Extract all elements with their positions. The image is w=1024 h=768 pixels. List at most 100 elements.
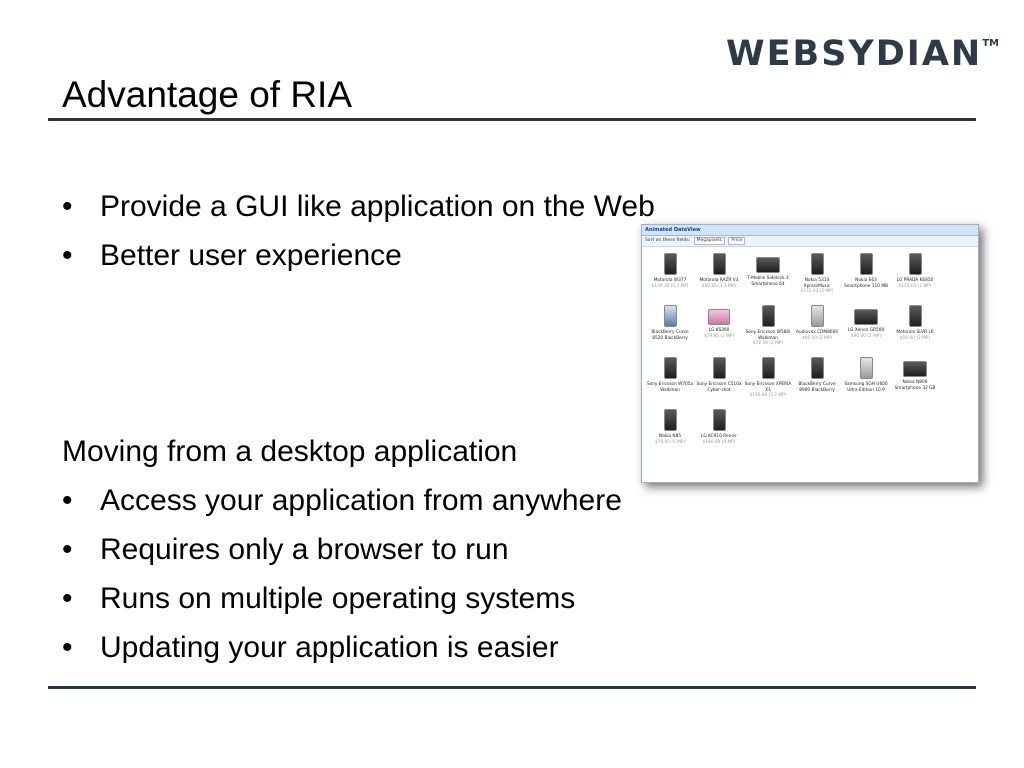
logo-text: WEBSYDIAN: [726, 34, 983, 74]
phone-price: $66.50 (2 MP): [801, 335, 833, 341]
phone-tile[interactable]: Motorola SLVR L6$50.00 (2 MP): [891, 303, 939, 355]
title-divider: [48, 118, 976, 121]
footer-divider: [48, 686, 976, 689]
phone-tile[interactable]: Sony Ericsson C510a Cyber-shot: [695, 355, 743, 407]
phone-name: Nokia E63 Smartphone 110 MB: [843, 278, 889, 289]
bullet-text: Provide a GUI like application on the We…: [100, 190, 655, 223]
phone-name: Nokia 5310 XpressMusic: [803, 278, 831, 289]
bullet-text: Updating your application is easier: [100, 631, 559, 664]
phone-name: LG Xenon GR500: [847, 328, 885, 333]
phone-image: [810, 357, 824, 379]
phone-image: [903, 361, 927, 377]
phone-price: $50.00 (2 MP): [899, 335, 931, 341]
sort-label: Sort on these fields:: [645, 238, 691, 243]
sort-megapixels-button[interactable]: Megapixels: [693, 237, 725, 245]
phone-price: $90.00 (2 MP): [850, 333, 882, 339]
bullet-icon: •: [62, 484, 73, 517]
bullet-item: • Requires only a browser to run: [62, 525, 622, 574]
phone-name: LG KS360: [708, 328, 730, 333]
phone-name: Sony Ericsson W580i Walkman: [745, 330, 791, 341]
bullet-icon: •: [62, 533, 73, 566]
top-bullet-list: • Provide a GUI like application on the W…: [62, 182, 655, 280]
dataview-screenshot: Animated DataView Sort on these fields: …: [641, 224, 979, 483]
sort-price-button[interactable]: Price: [728, 237, 746, 245]
phone-price: $172.03 (2 MP): [800, 289, 834, 294]
bullet-text: Runs on multiple operating systems: [100, 582, 576, 615]
bullet-text: Requires only a browser to run: [100, 533, 509, 566]
bottom-bullet-list: • Access your application from anywhere •…: [62, 476, 622, 672]
phone-tile[interactable]: LG KS360$79.95 (2 MP): [695, 303, 743, 355]
phone-tile[interactable]: BlackBerry Curve 8520 BlackBerry: [646, 303, 694, 355]
phone-tile[interactable]: Audiovox CDM8600$66.50 (2 MP): [793, 303, 841, 355]
phone-tile[interactable]: BlackBerry Curve 8900 BlackBerry: [793, 355, 841, 407]
phone-image: [859, 357, 873, 379]
phone-image: [761, 357, 775, 379]
phone-image: [908, 305, 922, 327]
phone-tile[interactable]: Sony Ericsson W705a Walkman: [646, 355, 694, 407]
phone-name: Motorola RAZR V3: [699, 278, 739, 283]
bullet-item: • Provide a GUI like application on the W…: [62, 182, 655, 231]
phone-name: Sony Ericsson XPERIA X1: [744, 382, 792, 393]
phone-price: $180.00 (8 MP): [702, 439, 736, 445]
phone-name: T-Mobile Sidekick 3 Smartphone 64: [747, 276, 789, 287]
phone-price: $79.95 (5 MP): [654, 439, 686, 445]
phone-name: BlackBerry Curve 8900 BlackBerry: [798, 382, 836, 393]
phone-tile[interactable]: Nokia N800 Smartphone 32 GB: [891, 355, 939, 407]
phone-tile[interactable]: Motorola W377$109.36 (0.3 MP): [646, 251, 694, 303]
phone-price: $109.36 (0.3 MP): [651, 283, 689, 289]
phone-image: [712, 357, 726, 379]
phone-tile[interactable]: LG Xenon GR500$90.00 (2 MP): [842, 303, 890, 355]
phone-tile[interactable]: LG PRADA KE850$125.03 (2 MP): [891, 251, 939, 303]
phone-tile[interactable]: LG KC910 Renoir$180.00 (8 MP): [695, 407, 743, 459]
phone-price: $60.65 (1.3 MP): [701, 283, 737, 289]
phone-image: [908, 253, 922, 275]
phone-tile[interactable]: Nokia E63 Smartphone 110 MB: [842, 251, 890, 303]
phone-tile[interactable]: Samsung SGH U600 Ultra Edition 10.9: [842, 355, 890, 407]
dataview-toolbar: Sort on these fields: Megapixels Price: [642, 236, 978, 247]
phone-name: Audiovox CDM8600: [795, 330, 839, 335]
phone-tile[interactable]: Nokia N85$79.95 (5 MP): [646, 407, 694, 459]
phone-image: [663, 409, 677, 431]
subheading: Moving from a desktop application: [62, 435, 518, 468]
phone-image: [712, 409, 726, 431]
phone-image: [712, 253, 726, 275]
bullet-icon: •: [62, 582, 73, 615]
phone-name: BlackBerry Curve 8520 BlackBerry: [651, 330, 689, 341]
bullet-text: Access your application from anywhere: [100, 484, 622, 517]
bullet-text: Better user experience: [100, 239, 402, 272]
phone-tile[interactable]: T-Mobile Sidekick 3 Smartphone 64: [744, 251, 792, 303]
phone-image: [854, 309, 878, 325]
slide-title: Advantage of RIA: [62, 74, 353, 115]
phone-image: [810, 305, 824, 327]
phone-name: Nokia N85: [658, 434, 682, 439]
phone-name: Samsung SGH U600 Ultra Edition 10.9: [844, 382, 888, 393]
bullet-item: • Access your application from anywhere: [62, 476, 622, 525]
phone-image: [761, 305, 775, 327]
trademark-mark: TM: [982, 38, 999, 49]
websydian-logo: WEBSYDIANTM: [726, 34, 999, 74]
phone-price: $100.00 (3.2 MP): [749, 393, 787, 398]
bullet-icon: •: [62, 631, 73, 664]
phone-image: [663, 253, 677, 275]
phone-image: [708, 309, 730, 325]
bullet-item: • Runs on multiple operating systems: [62, 574, 622, 623]
phone-tile[interactable]: Nokia 5310 XpressMusic$172.03 (2 MP): [793, 251, 841, 303]
phone-tile[interactable]: Sony Ericsson XPERIA X1$100.00 (3.2 MP): [744, 355, 792, 407]
bullet-item: • Better user experience: [62, 231, 655, 280]
phone-name: LG KC910 Renoir: [701, 434, 737, 439]
phone-image: [756, 257, 780, 273]
phone-name: Motorola W377: [653, 278, 687, 283]
phone-price: $125.03 (2 MP): [898, 283, 932, 289]
phone-price: $72.00 (2 MP): [752, 341, 784, 346]
phone-image: [810, 253, 824, 275]
phone-name: Nokia N800 Smartphone 32 GB: [894, 380, 936, 391]
bullet-item: • Updating your application is easier: [62, 623, 622, 672]
phone-tile[interactable]: Sony Ericsson W580i Walkman$72.00 (2 MP): [744, 303, 792, 355]
bullet-icon: •: [62, 190, 73, 223]
phone-name: Sony Ericsson C510a Cyber-shot: [696, 382, 742, 393]
bullet-icon: •: [62, 239, 73, 272]
phone-image: [663, 305, 677, 327]
phone-tile[interactable]: Motorola RAZR V3$60.65 (1.3 MP): [695, 251, 743, 303]
phone-image: [663, 357, 677, 379]
phone-name: Motorola SLVR L6: [896, 330, 934, 335]
